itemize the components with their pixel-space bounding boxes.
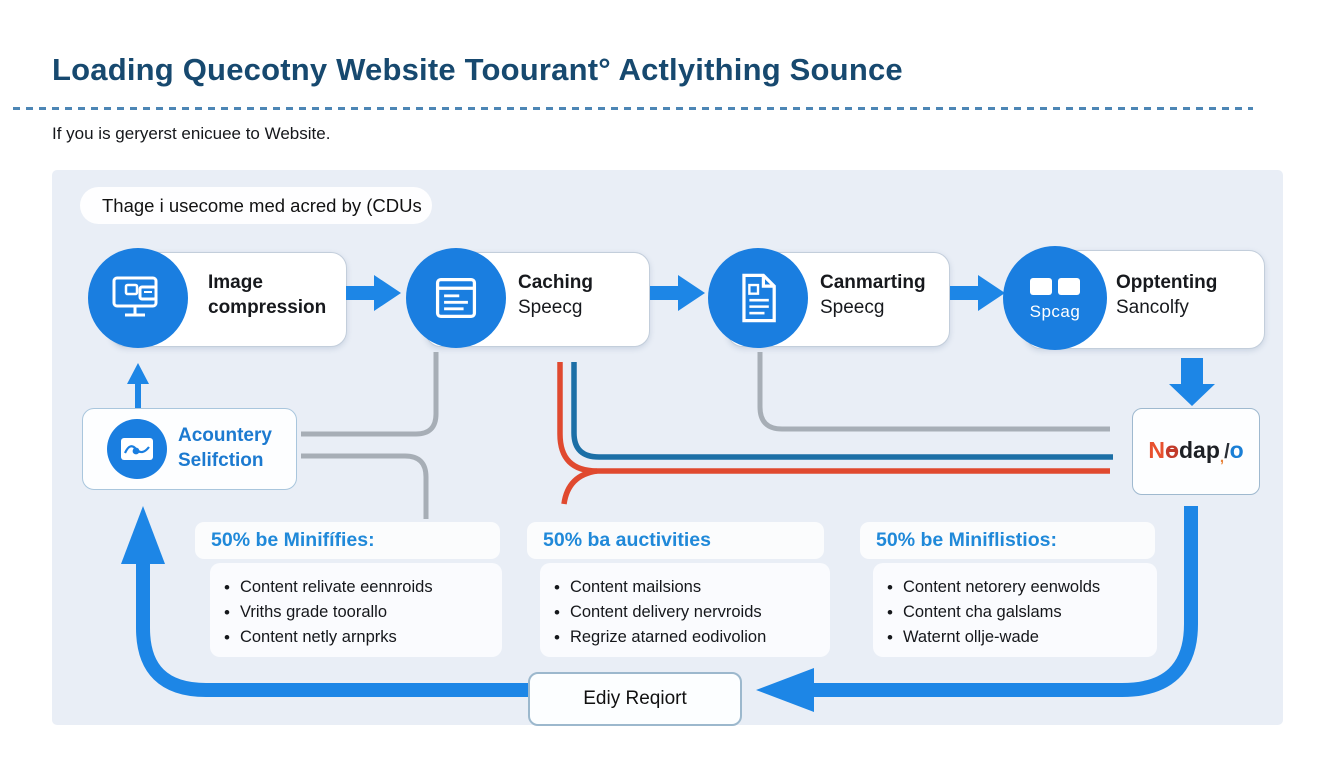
node-title: Opptenting	[1116, 272, 1218, 293]
logo-part: o	[1164, 437, 1179, 463]
document-icon	[708, 248, 808, 348]
server-badge-icon: Spcag	[1003, 246, 1107, 350]
node-label: Caching Speecg	[518, 270, 593, 320]
node-subtitle: compression	[208, 297, 327, 319]
browser-window-icon	[406, 248, 506, 348]
list-item: Content netorery eenwolds	[887, 575, 1147, 600]
server-badge-label: Spcag	[1029, 302, 1081, 321]
list-item: Content cha galslams	[887, 600, 1147, 625]
list-body: Content relivate eennroids Vriths grade …	[210, 563, 502, 657]
logo-part: dap	[1179, 437, 1220, 463]
side-box-acountery: Acountery Selifction	[82, 408, 297, 490]
logo-part: /	[1224, 441, 1230, 463]
list-item: Vriths grade toorallo	[224, 600, 492, 625]
list-body: Content mailsions Content delivery nervr…	[540, 563, 830, 657]
list-item: Waternt ollje-wade	[887, 625, 1147, 650]
page-title: Loading Quecotny Website Toourant° Actly…	[52, 52, 903, 87]
dashed-divider	[13, 107, 1253, 110]
side-box-label: Acountery Selifction	[178, 424, 272, 473]
node-label: Image compression	[208, 270, 326, 320]
node-title: Image	[208, 272, 263, 293]
node-subtitle: Speecg	[820, 297, 885, 319]
side-box-line1: Acountery	[178, 425, 272, 446]
page-subtitle: If you is geryerst enicuee to Website.	[52, 124, 331, 143]
list-item: Content netly arnprks	[224, 625, 492, 650]
logo-box: Nodap,/o	[1132, 408, 1260, 495]
list-item: Content delivery nervroids	[554, 600, 820, 625]
node-label: Opptenting Sancolfy	[1116, 270, 1217, 320]
list-header-auctivities: 50% ba auctivities	[527, 522, 824, 559]
list-header-minififies: 50% be Minifífies:	[195, 522, 500, 559]
list-item: Content mailsions	[554, 575, 820, 600]
logo-part: o	[1229, 437, 1244, 463]
logo-part: N	[1148, 437, 1165, 463]
logo-part: ,	[1219, 449, 1225, 466]
monitor-devices-icon	[88, 248, 188, 348]
node-label: Canmarting Speecg	[820, 270, 926, 320]
list-item: Regrize atarned eodivolion	[554, 625, 820, 650]
node-title: Canmarting	[820, 272, 926, 293]
envelope-chart-icon	[107, 419, 167, 479]
list-item: Content relivate eennroids	[224, 575, 492, 600]
node-subtitle: Sancolfy	[1116, 297, 1189, 319]
list-header-miniflistios: 50% be Miniflistios:	[860, 522, 1155, 559]
node-title: Caching	[518, 272, 593, 293]
node-subtitle: Speecg	[518, 297, 583, 319]
report-box: Ediy Reqiort	[528, 672, 742, 726]
banner-pill: Thage i usecome med acred by (CDUs	[80, 187, 432, 224]
list-body: Content netorery eenwolds Content cha ga…	[873, 563, 1157, 657]
side-box-line2: Selifction	[178, 449, 264, 471]
nodap-io-logo: Nodap,/o	[1148, 437, 1244, 466]
